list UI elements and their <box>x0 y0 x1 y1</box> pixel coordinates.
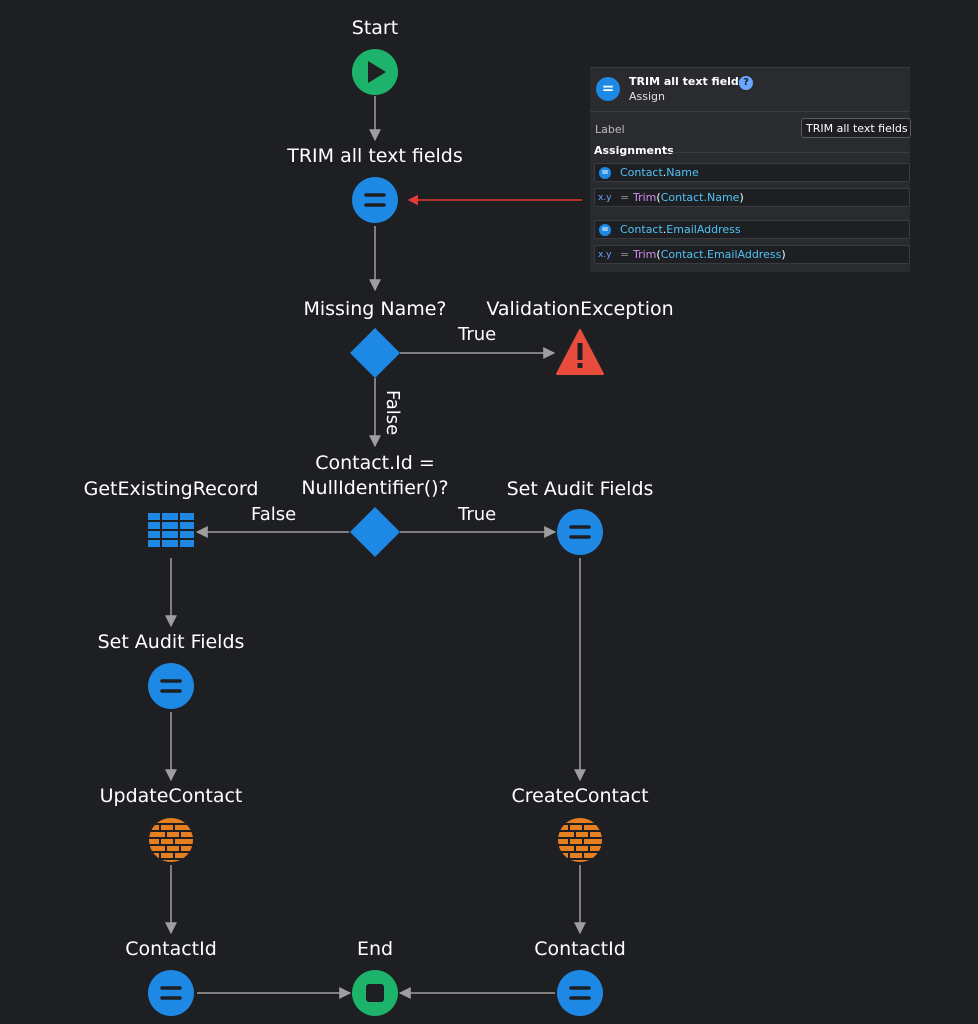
expression-icon: x.y <box>598 193 612 203</box>
connectors <box>165 96 586 999</box>
start-label: Start <box>351 17 399 39</box>
get-existing-record-label: GetExistingRecord <box>83 478 259 500</box>
stop-icon <box>366 984 384 1002</box>
aggregate-icon <box>148 513 194 547</box>
contactid-right-node[interactable] <box>557 970 603 1016</box>
assignment-value-row[interactable]: x.y = Trim(Contact.EmailAddress) <box>594 245 910 264</box>
set-audit-left-node[interactable] <box>148 663 194 709</box>
entity-action-icon <box>558 818 602 862</box>
decision-icon <box>350 507 400 557</box>
edge-label-missing-true: True <box>458 324 497 345</box>
trim-node[interactable] <box>352 177 398 223</box>
validation-exception-label: ValidationException <box>486 298 674 320</box>
assignment-expression: Trim(Contact.Name) <box>633 191 744 204</box>
get-existing-record-node[interactable] <box>148 513 194 547</box>
contact-id-check-label-1: Contact.Id = <box>315 452 435 474</box>
edge-label-missing-false: False <box>382 390 403 436</box>
properties-panel: = TRIM all text fields ? Assign Label TR… <box>590 67 911 272</box>
create-contact-node[interactable] <box>558 818 602 865</box>
trim-label: TRIM all text fields <box>287 145 463 167</box>
variable-icon: = <box>599 224 611 236</box>
set-audit-right-node[interactable] <box>557 509 603 555</box>
edge-label-check-false: False <box>251 504 297 525</box>
end-label: End <box>356 938 394 960</box>
validation-exception-node[interactable] <box>556 329 604 375</box>
set-audit-left-label: Set Audit Fields <box>97 631 245 653</box>
assignments-caption: Assignments <box>594 144 674 157</box>
assign-icon <box>569 525 591 539</box>
assign-icon: = <box>596 77 620 101</box>
panel-title: TRIM all text fields <box>629 75 746 88</box>
set-audit-right-label: Set Audit Fields <box>506 478 654 500</box>
contactid-right-label: ContactId <box>534 938 626 960</box>
equals-sign: = <box>620 248 630 261</box>
assignment-variable: Contact.EmailAddress <box>620 223 741 236</box>
edge-label-check-true: True <box>458 504 497 525</box>
panel-divider <box>590 111 910 112</box>
play-icon <box>368 61 386 83</box>
create-contact-label: CreateContact <box>511 785 649 807</box>
entity-action-icon <box>149 818 193 862</box>
contactid-left-label: ContactId <box>125 938 217 960</box>
label-caption: Label <box>595 123 625 136</box>
expression-icon: x.y <box>598 250 612 260</box>
missing-name-label: Missing Name? <box>303 298 447 320</box>
end-node[interactable] <box>352 970 398 1016</box>
assignment-expression: Trim(Contact.EmailAddress) <box>633 248 786 261</box>
update-contact-label: UpdateContact <box>99 785 243 807</box>
assign-icon <box>364 193 386 207</box>
label-input[interactable]: TRIM all text fields <box>801 118 911 138</box>
contactid-left-node[interactable] <box>148 970 194 1016</box>
update-contact-node[interactable] <box>149 818 193 865</box>
assignment-value-row[interactable]: x.y = Trim(Contact.Name) <box>594 188 910 207</box>
decision-icon <box>350 328 400 378</box>
assign-icon <box>569 986 591 1000</box>
assignment-variable: Contact.Name <box>620 166 699 179</box>
variable-icon: = <box>599 167 611 179</box>
panel-subtitle: Assign <box>629 90 665 103</box>
assign-icon <box>160 986 182 1000</box>
contact-id-decision[interactable] <box>350 507 400 557</box>
equals-sign: = <box>620 191 630 204</box>
start-node[interactable] <box>352 49 398 95</box>
help-icon[interactable]: ? <box>739 76 753 90</box>
assignment-variable-row[interactable]: = Contact.Name <box>594 163 910 182</box>
assign-icon <box>160 679 182 693</box>
missing-name-decision[interactable] <box>350 328 400 378</box>
assignments-divider <box>668 152 910 153</box>
assignment-variable-row[interactable]: = Contact.EmailAddress <box>594 220 910 239</box>
contact-id-check-label-2: NullIdentifier()? <box>301 477 449 499</box>
